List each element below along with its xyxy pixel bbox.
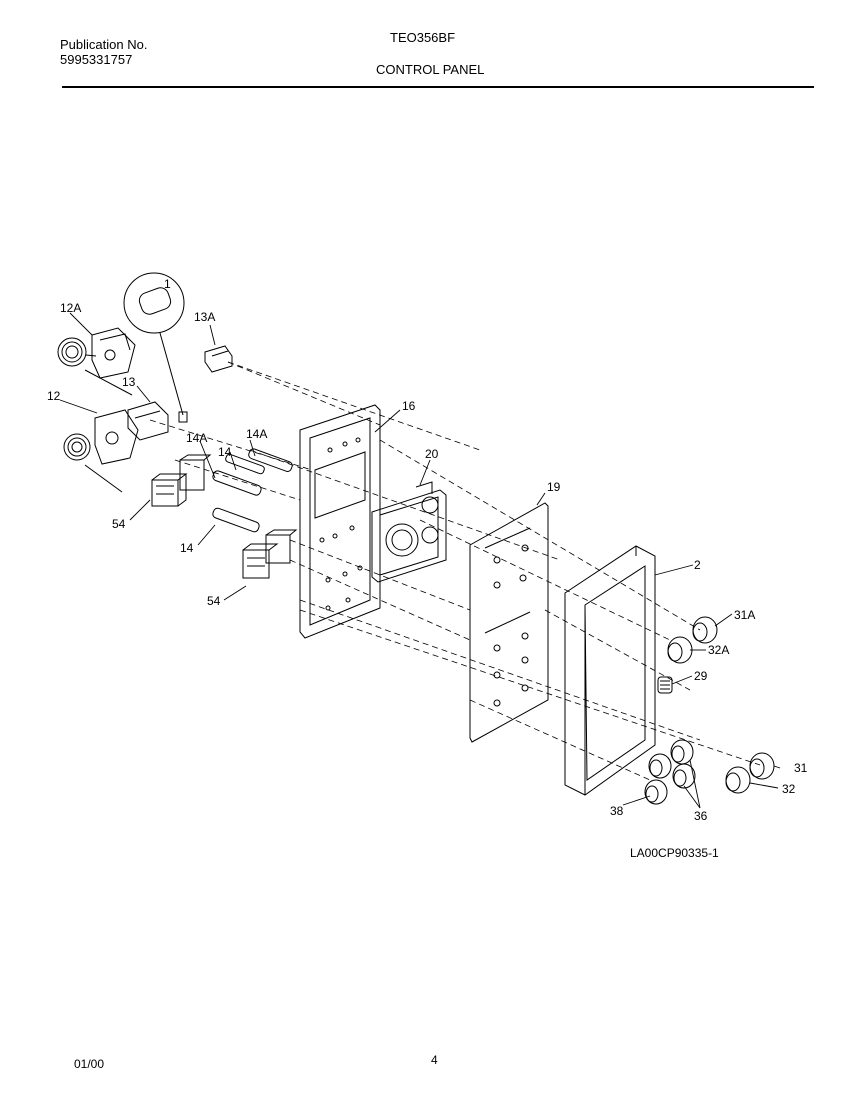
callout-54-lower: 54 xyxy=(207,594,221,608)
callout-2: 2 xyxy=(694,558,701,572)
callout-12: 12 xyxy=(47,389,61,403)
switch-13 xyxy=(127,401,169,441)
callout-20: 20 xyxy=(425,447,439,461)
callout-31: 31 xyxy=(794,761,808,775)
figure-id: LA00CP90335-1 xyxy=(630,846,719,860)
callout-1: 1 xyxy=(164,277,171,291)
callout-38: 38 xyxy=(610,804,624,818)
callout-13a: 13A xyxy=(194,310,215,324)
switch-54-upper xyxy=(151,454,212,507)
switch-54-lower xyxy=(242,529,298,579)
callout-12a: 12A xyxy=(60,301,81,315)
revision-date: 01/00 xyxy=(74,1057,105,1071)
lamp-14 xyxy=(212,507,260,533)
callout-19: 19 xyxy=(547,480,561,494)
knob-36 xyxy=(648,739,696,789)
callout-13: 13 xyxy=(122,375,136,389)
clock-20 xyxy=(371,481,447,583)
leader-lines xyxy=(59,312,781,809)
knob-32 xyxy=(725,766,751,794)
publication-number: 5995331757 xyxy=(60,52,133,67)
callout-29: 29 xyxy=(694,669,708,683)
callout-31a: 31A xyxy=(734,608,755,622)
callout-32a: 32A xyxy=(708,643,729,657)
knob-31a xyxy=(692,616,718,644)
control-bracket-16 xyxy=(299,404,381,639)
callout-14a-left: 14A xyxy=(186,431,207,445)
model-number: TEO356BF xyxy=(390,30,456,45)
assembly-lines xyxy=(149,361,761,781)
publication-label: Publication No. xyxy=(60,37,148,52)
spring-29 xyxy=(657,676,673,694)
callout-14-lower: 14 xyxy=(180,541,194,555)
thermostat-12a xyxy=(57,327,136,396)
thermostat-12 xyxy=(63,409,139,493)
bracket-13a xyxy=(204,345,233,373)
callout-16: 16 xyxy=(402,399,416,413)
overlay-panel-19 xyxy=(469,502,549,743)
callout-labels: 1 12A 13A 13 12 14A 14A 14 14 54 54 16 2… xyxy=(47,277,808,823)
knob-32a xyxy=(667,636,693,664)
callout-36: 36 xyxy=(694,809,708,823)
knob-31 xyxy=(749,752,775,780)
item-1-detail xyxy=(123,272,188,423)
callout-32: 32 xyxy=(782,782,796,796)
page-number: 4 xyxy=(431,1053,438,1067)
callout-14-upper: 14 xyxy=(218,445,232,459)
header-rule xyxy=(62,86,814,88)
knob-38 xyxy=(644,779,668,805)
section-title: CONTROL PANEL xyxy=(376,62,485,77)
trim-frame-2 xyxy=(564,545,656,796)
callout-54-upper: 54 xyxy=(112,517,126,531)
callout-14a-right: 14A xyxy=(246,427,267,441)
